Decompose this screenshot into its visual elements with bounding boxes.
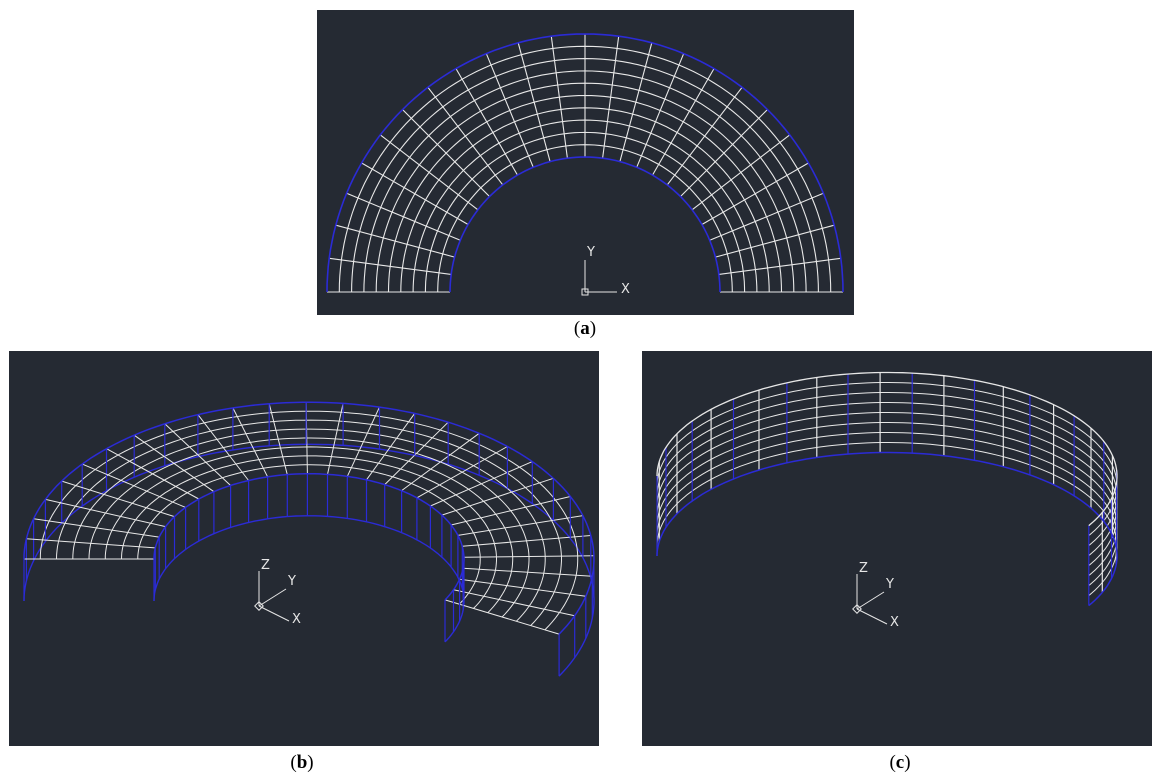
mesh-radial-line [602,36,620,159]
mesh-radial-line [401,432,480,492]
mesh-radial-line [715,224,835,258]
mesh-isometric-view: Z Y X [9,351,599,746]
y-axis-label: Y [885,577,894,592]
mesh-radial-line [430,461,533,507]
inner-top-edge [153,473,465,601]
x-axis-line [258,605,290,622]
y-axis-line [258,588,287,607]
mesh-radial-line [329,257,452,275]
mesh-radial-line [197,414,249,481]
mesh-radial-line [450,496,571,526]
mesh-isometric-svg: Z Y X [23,401,595,677]
half-ring-mesh [326,33,844,293]
mesh-radial-line [232,407,269,478]
z-axis-label: Z [859,561,868,576]
y-axis-label: Y [287,574,296,589]
mesh-radial-line [164,423,231,486]
mesh-radial-line [327,403,344,475]
mesh-radial-line [517,42,551,162]
mesh-radial-line [346,406,380,477]
mesh-radial-line [463,567,593,577]
mesh-radial-line [459,578,586,597]
mesh-radial-line [652,68,715,176]
mesh-radial-line [444,599,560,635]
origin-box [581,288,589,296]
mesh-radial-line [457,515,583,536]
mesh-ring-line [72,428,546,622]
mesh-radial-line [45,498,166,528]
x-axis-label: X [292,612,301,627]
mesh-radial-line [463,555,594,558]
mesh-radial-line [106,448,200,500]
origin-box [254,601,264,611]
ring-slab-mesh [23,401,595,677]
mesh-radial-line [680,109,768,197]
mesh-radial-line [636,53,685,168]
mesh-radial-line [268,403,288,475]
mesh-plan-svg: Y X [326,33,844,297]
mesh-radial-line [361,162,469,225]
outer-bottom-edge [23,443,595,677]
x-axis-label: X [890,615,899,630]
mesh-ring-line [137,464,481,605]
origin-box [852,604,862,614]
mesh-radial-line [82,463,186,508]
mesh-radial-line [441,477,554,516]
mesh-radial-line [33,518,160,538]
z-axis-label: Z [261,558,270,573]
wall-ring-line [656,412,1118,566]
mesh-radial-line [455,68,518,176]
inner-edge-arc [449,156,721,293]
wall-ring-line [656,442,1118,596]
mesh-plan-view: Y X [317,10,854,315]
mesh-radial-line [701,162,809,225]
mesh-radial-line [379,134,479,211]
mesh-radial-line [335,224,455,258]
mesh-radial-line [619,42,653,162]
mesh-ring-line [121,455,497,609]
y-axis-label: Y [586,245,595,260]
wall-isometric-svg: Z Y X [656,371,1118,630]
wall-ring-line [656,402,1118,556]
outer-edge-arc [326,33,844,293]
caption-a: (a) [573,318,597,339]
caption-b: (b) [290,752,314,773]
mesh-ring-line [56,419,562,626]
mesh-radial-line [718,257,841,275]
mesh-radial-line [550,36,568,159]
mesh-radial-line [346,192,461,241]
mesh-radial-line [416,446,508,499]
mesh-radial-line [666,86,743,186]
outer-top-edge [23,401,595,635]
mesh-radial-line [133,434,215,493]
wall-ring-line [656,392,1118,546]
mesh-radial-line [453,589,575,617]
mesh-radial-line [402,109,490,197]
mesh-radial-line [427,86,504,186]
mesh-radial-line [61,480,175,518]
ucs-icon-2d: Y X [581,245,630,297]
mesh-radial-line [384,421,449,485]
ucs-icon-3d: Z Y X [254,558,301,627]
mesh-radial-line [366,413,416,481]
wall-bottom-edge [656,451,1118,607]
wall-ring-line [656,382,1118,536]
wall-top-edge [656,371,1118,527]
mesh-radial-line [709,192,824,241]
x-axis-line [856,608,888,625]
ring-wall-mesh [656,371,1118,607]
mesh-radial-line [26,538,156,549]
mesh-radial-line [691,134,791,211]
x-axis-label: X [621,282,630,297]
mesh-radial-line [462,535,591,547]
wall-isometric-view: Z Y X [642,351,1152,746]
caption-c: (c) [889,752,911,773]
ucs-icon-3d: Z Y X [852,561,899,630]
wall-ring-line [656,422,1118,576]
wall-ring-line [656,432,1118,586]
mesh-radial-line [485,53,534,168]
y-axis-line [856,591,885,610]
